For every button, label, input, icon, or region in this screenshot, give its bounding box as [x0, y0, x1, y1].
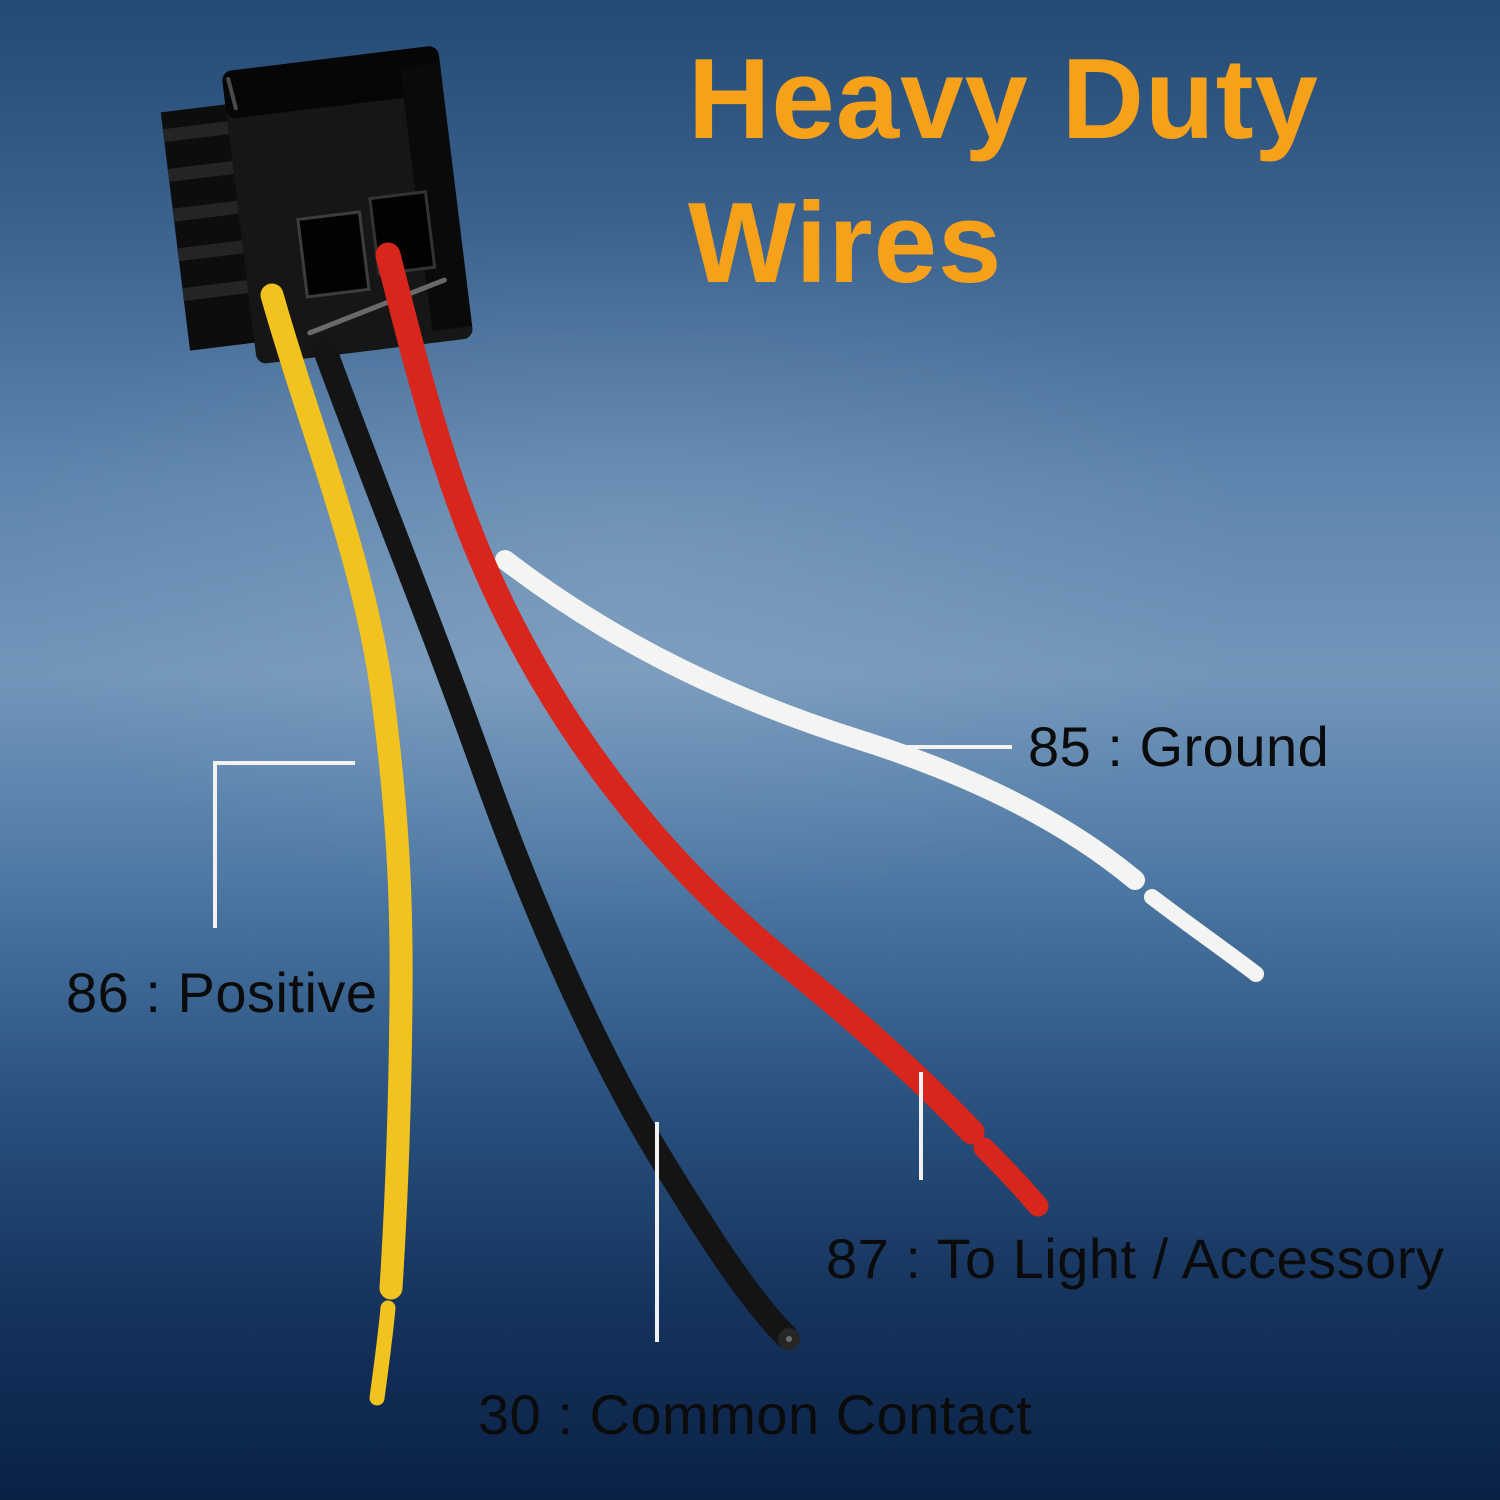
- label-30-common-contact: 30 : Common Contact: [478, 1383, 1033, 1446]
- page-title: Heavy Duty Wires: [688, 28, 1319, 315]
- label-87-to-light-accessory: 87 : To Light / Accessory: [826, 1227, 1445, 1290]
- relay-socket-connector: [160, 46, 473, 364]
- red-wire: [375, 242, 985, 1145]
- yellow-wire: [260, 283, 413, 1300]
- connector-highlight-edge: [307, 277, 447, 336]
- title-line-1: Heavy Duty: [688, 36, 1319, 163]
- red-wire-stripped-tip: [973, 1137, 1049, 1217]
- white-wire: [495, 550, 1145, 890]
- white-wire-stripped-tip: [1144, 889, 1264, 982]
- title-line-2: Wires: [688, 179, 1003, 307]
- black-wire: [313, 338, 798, 1348]
- connector-slot: [296, 210, 371, 299]
- yellow-wire-stripped-tip: [369, 1300, 396, 1406]
- connector-top-face: [222, 46, 443, 119]
- label-86-positive: 86 : Positive: [66, 961, 378, 1024]
- leader-line-86-positive: [213, 761, 355, 928]
- label-85-ground: 85 : Ground: [1028, 715, 1330, 778]
- connector-side-face: [400, 63, 473, 331]
